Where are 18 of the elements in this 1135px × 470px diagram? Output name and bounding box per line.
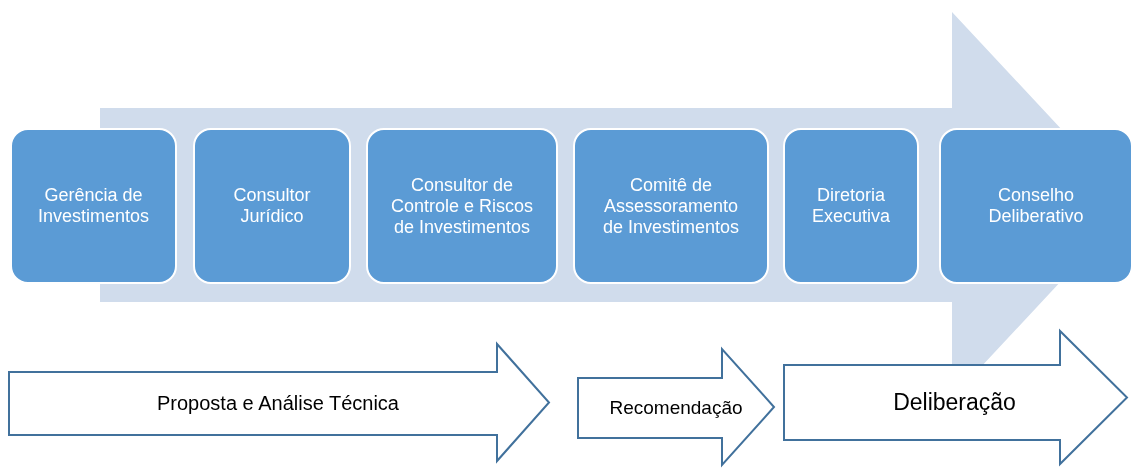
process-box	[573, 128, 769, 284]
stage-label: Proposta e Análise Técnica	[156, 391, 400, 416]
process-box	[366, 128, 558, 284]
box-label: Conselho Deliberativo	[987, 185, 1085, 227]
process-box	[783, 128, 919, 284]
box-label: Comitê de Assessoramento de Investimentos	[601, 174, 741, 238]
process-box	[10, 128, 177, 284]
box-label: Gerência de Investimentos	[36, 185, 151, 227]
block-arrow	[8, 343, 550, 462]
block-arrow	[577, 348, 775, 466]
edge-label: Recomendação	[608, 396, 744, 420]
process-box	[939, 128, 1133, 284]
box-label: Consultor de Controle e Riscos de Investimentos	[389, 174, 535, 238]
process-box	[193, 128, 351, 284]
block-arrow	[783, 330, 1128, 465]
box-label: Diretoria Executiva	[810, 185, 891, 227]
stage-label: Deliberação	[892, 388, 1017, 417]
box-label: Consultor Jurídico	[232, 185, 312, 227]
